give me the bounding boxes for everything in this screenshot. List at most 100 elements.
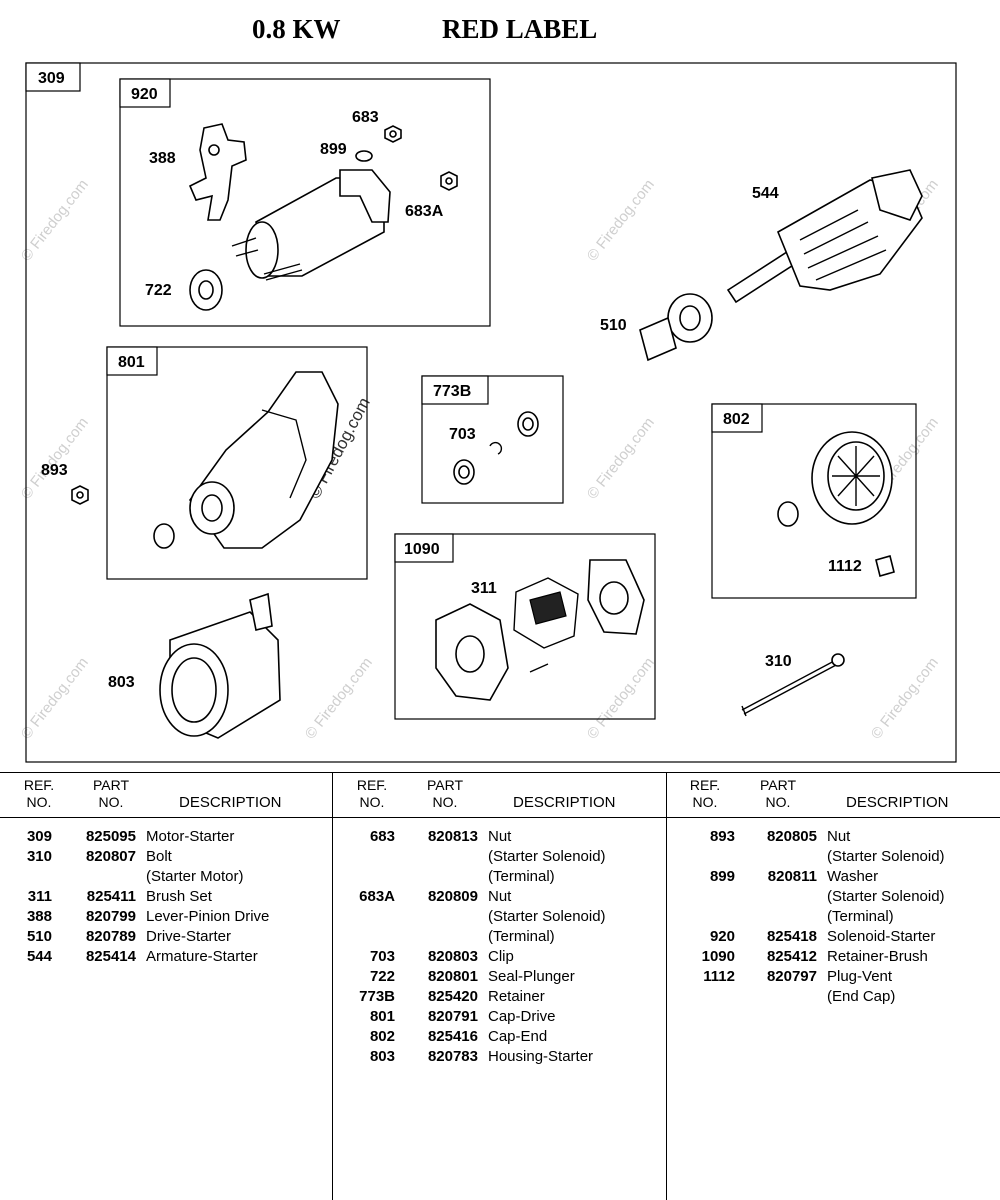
- header-description: DESCRIPTION: [846, 794, 949, 811]
- part-description: (Terminal): [488, 928, 555, 945]
- callout-703: 703: [449, 426, 476, 443]
- box-773b: [421, 375, 564, 504]
- callout-510: 510: [600, 317, 627, 334]
- housing-starter-shape: [159, 592, 281, 739]
- callout-544: 544: [752, 185, 779, 202]
- part-number: 825095: [85, 828, 136, 845]
- ref-number: 1112: [703, 968, 735, 985]
- part-description: Housing-Starter: [488, 1048, 594, 1065]
- ref-number: 388: [26, 908, 52, 925]
- seal-plunger-shape: [189, 269, 223, 311]
- part-description: Armature-Starter: [146, 948, 258, 965]
- box-920: [119, 78, 491, 327]
- part-description: Cap-End: [488, 1028, 548, 1045]
- part-description: Cap-Drive: [488, 1008, 556, 1025]
- callout-899: 899: [320, 141, 347, 158]
- brush-retainer-shape: [435, 559, 645, 701]
- part-description: (Starter Solenoid): [827, 848, 945, 865]
- table-row: (Starter Solenoid): [333, 847, 667, 867]
- callout-388: 388: [149, 150, 176, 167]
- part-description: Clip: [488, 948, 514, 965]
- box-802-label-box: [711, 403, 763, 433]
- part-description: (Starter Solenoid): [488, 908, 606, 925]
- ref-number: 773B: [359, 988, 395, 1005]
- callout-893: 893: [41, 462, 68, 479]
- cap-end-shape: [777, 431, 895, 577]
- ref-number: 309: [26, 828, 52, 845]
- outer-frame-label: 309: [38, 70, 65, 87]
- table-row: 773B 825420 Retainer: [333, 987, 667, 1007]
- callout-683a: 683A: [405, 203, 444, 220]
- part-number: 820791: [427, 1008, 478, 1025]
- assembly-outer-frame: [25, 62, 957, 763]
- callout-1112: 1112: [828, 558, 862, 575]
- box-920-label-box: [119, 78, 171, 108]
- part-number: 820801: [427, 968, 478, 985]
- header-ref-no: REF.NO.: [356, 777, 388, 810]
- watermark: © Firedog.com: [18, 654, 92, 742]
- part-number: 820789: [85, 928, 136, 945]
- header-description: DESCRIPTION: [179, 794, 282, 811]
- box-802: [711, 403, 917, 599]
- part-number: 820783: [427, 1048, 478, 1065]
- title-power-rating: 0.8 KW: [252, 14, 341, 44]
- box-1090-label-box: [394, 533, 454, 563]
- part-number: 820813: [427, 828, 478, 845]
- part-description: Nut: [488, 888, 512, 905]
- box-1090: [394, 533, 656, 720]
- box-801-label-box: [106, 346, 158, 376]
- part-description: (Terminal): [488, 868, 555, 885]
- nut-683-shape: [384, 125, 402, 143]
- part-number: 825420: [427, 988, 478, 1005]
- table-row: (Terminal): [333, 927, 667, 947]
- part-description: (Terminal): [827, 908, 894, 925]
- cap-drive-shape: [153, 371, 339, 549]
- table-row: (Terminal): [667, 907, 1000, 927]
- ref-number: 1090: [701, 948, 735, 965]
- ref-number: 802: [369, 1028, 395, 1045]
- part-description: Motor-Starter: [146, 828, 235, 845]
- part-description: Drive-Starter: [146, 928, 232, 945]
- ref-number: 722: [369, 968, 395, 985]
- part-description: Retainer: [488, 988, 545, 1005]
- outer-frame-label-box: [25, 62, 81, 92]
- watermark: © Firedog.com: [584, 176, 658, 264]
- washer-899-shape: [355, 150, 373, 162]
- bolt-starter-motor-shape: [741, 653, 845, 717]
- ref-number: 703: [369, 948, 395, 965]
- part-number: 825414: [85, 948, 136, 965]
- table-row: (Starter Solenoid): [667, 847, 1000, 867]
- part-description: Retainer-Brush: [827, 948, 928, 965]
- part-number: 820809: [427, 888, 478, 905]
- ref-number: 899: [709, 868, 735, 885]
- ref-number: 893: [709, 828, 735, 845]
- header-ref-no: REF.NO.: [689, 777, 721, 810]
- table-row: (Starter Solenoid): [667, 887, 1000, 907]
- header-description: DESCRIPTION: [513, 794, 616, 811]
- watermark: © Firedog.com: [868, 654, 942, 742]
- watermark: © Firedog.com: [584, 414, 658, 502]
